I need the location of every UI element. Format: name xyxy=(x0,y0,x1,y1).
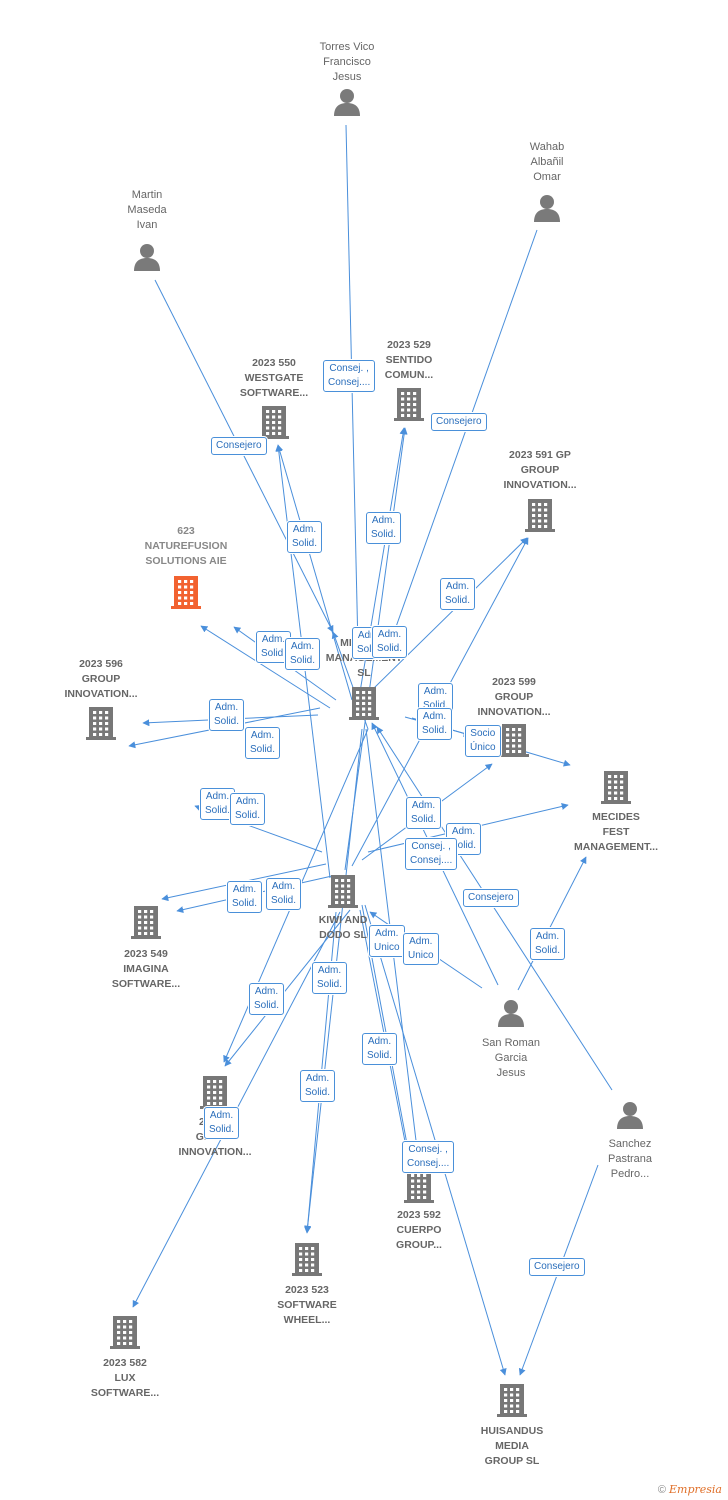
relationship-label[interactable]: Socio Único xyxy=(465,725,501,757)
building-icon[interactable] xyxy=(257,404,291,445)
relationship-label[interactable]: Consejero xyxy=(463,889,519,907)
relationship-label[interactable]: Consej. , Consej.... xyxy=(405,838,458,870)
person-icon[interactable] xyxy=(132,242,162,277)
relationship-label[interactable]: Adm. Solid. xyxy=(312,962,348,994)
relationship-label[interactable]: Adm. Solid. xyxy=(204,1107,240,1139)
building-icon[interactable] xyxy=(402,1168,436,1209)
person-name[interactable]: San Roman Garcia Jesus xyxy=(481,1037,541,1079)
company-name[interactable]: 2023 529 SENTIDO COMUN... xyxy=(384,339,434,381)
building-icon[interactable] xyxy=(326,873,360,914)
person-icon[interactable] xyxy=(332,87,362,122)
relationship-label[interactable]: Adm. Solid. xyxy=(406,797,442,829)
company-name[interactable]: HUISANDUS MEDIA GROUP SL xyxy=(480,1425,544,1467)
building-icon[interactable] xyxy=(84,705,118,746)
brand-logo: Empresia xyxy=(669,1483,722,1496)
relationship-label[interactable]: Adm. Solid. xyxy=(209,699,245,731)
relationship-edge xyxy=(371,537,528,691)
relationship-label[interactable]: Adm. Solid. xyxy=(530,928,566,960)
relationship-label[interactable]: Adm. Solid. xyxy=(285,638,321,670)
relationship-label[interactable]: Adm. Solid. xyxy=(366,512,402,544)
person-name[interactable]: Torres Vico Francisco Jesus xyxy=(319,41,375,83)
relationship-label[interactable]: Adm. Solid. xyxy=(417,708,453,740)
relationship-label[interactable]: Adm. Solid. xyxy=(227,881,263,913)
company-name[interactable]: 2023 549 IMAGINA SOFTWARE... xyxy=(111,948,181,990)
building-icon[interactable] xyxy=(392,386,426,427)
building-icon[interactable] xyxy=(495,1382,529,1423)
relationship-label[interactable]: Adm. Solid. xyxy=(249,983,285,1015)
building-icon[interactable] xyxy=(129,904,163,945)
footer-brand: © Empresia xyxy=(658,1483,722,1496)
relationship-label[interactable]: Adm. Solid. xyxy=(230,793,266,825)
building-icon[interactable] xyxy=(108,1314,142,1355)
person-name[interactable]: Sanchez Pastrana Pedro... xyxy=(607,1138,653,1180)
relationship-label[interactable]: Adm. Unico xyxy=(369,925,405,957)
relationship-label[interactable]: Consejero xyxy=(211,437,267,455)
relationship-label[interactable]: Consejero xyxy=(431,413,487,431)
relationship-label[interactable]: Adm. Solid. xyxy=(287,521,323,553)
company-name[interactable]: 623 NATUREFUSION SOLUTIONS AIE xyxy=(144,525,228,567)
relationship-edge xyxy=(200,625,331,709)
building-icon[interactable] xyxy=(290,1241,324,1282)
building-icon[interactable] xyxy=(169,574,203,615)
company-name[interactable]: KIWI AND DODO SL xyxy=(318,914,368,941)
relationship-label[interactable]: Adm. Solid. xyxy=(300,1070,336,1102)
relationship-label[interactable]: Adm. Solid. xyxy=(372,626,408,658)
company-name[interactable]: 2023 550 WESTGATE SOFTWARE... xyxy=(239,357,309,399)
relationship-edge xyxy=(384,229,538,656)
relationship-edge xyxy=(154,279,334,633)
copyright-icon: © xyxy=(657,1484,666,1496)
person-icon[interactable] xyxy=(496,998,526,1033)
company-name[interactable]: 2023 523 SOFTWARE WHEEL... xyxy=(277,1284,337,1326)
relationship-label[interactable]: Consejero xyxy=(529,1258,585,1276)
relationship-label[interactable]: Adm. Unico xyxy=(403,933,439,965)
person-icon[interactable] xyxy=(615,1100,645,1135)
company-name[interactable]: 2023 596 GROUP INNOVATION... xyxy=(64,658,138,700)
relationship-label[interactable]: Adm. Solid. xyxy=(245,727,281,759)
person-icon[interactable] xyxy=(532,193,562,228)
relationship-label[interactable]: Adm. Solid. xyxy=(266,878,302,910)
company-name[interactable]: 2023 591 GP GROUP INNOVATION... xyxy=(503,449,577,491)
relationship-label[interactable]: Adm. Solid. xyxy=(440,578,476,610)
relationship-label[interactable]: Consej. , Consej.... xyxy=(323,360,376,392)
building-icon[interactable] xyxy=(599,769,633,810)
building-icon[interactable] xyxy=(497,722,531,763)
person-name[interactable]: Martin Maseda Ivan xyxy=(127,189,167,231)
relationship-edge xyxy=(376,726,613,1091)
relationship-edge xyxy=(276,444,353,701)
relationship-label[interactable]: Adm. Solid. xyxy=(362,1033,398,1065)
company-name[interactable]: MECIDES FEST MANAGEMENT... xyxy=(574,811,658,853)
company-name[interactable]: 2023 582 LUX SOFTWARE... xyxy=(90,1357,160,1399)
company-name[interactable]: 2023 599 GROUP INNOVATION... xyxy=(477,676,551,718)
relationship-label[interactable]: Consej. , Consej.... xyxy=(402,1141,455,1173)
relationship-edge xyxy=(364,904,507,1376)
relationship-edge xyxy=(517,856,587,991)
building-icon[interactable] xyxy=(523,497,557,538)
relationship-edge xyxy=(224,909,351,1067)
person-name[interactable]: Wahab Albañil Omar xyxy=(529,141,565,183)
building-icon[interactable] xyxy=(347,685,381,726)
company-name[interactable]: 2023 592 CUERPO GROUP... xyxy=(396,1209,442,1251)
